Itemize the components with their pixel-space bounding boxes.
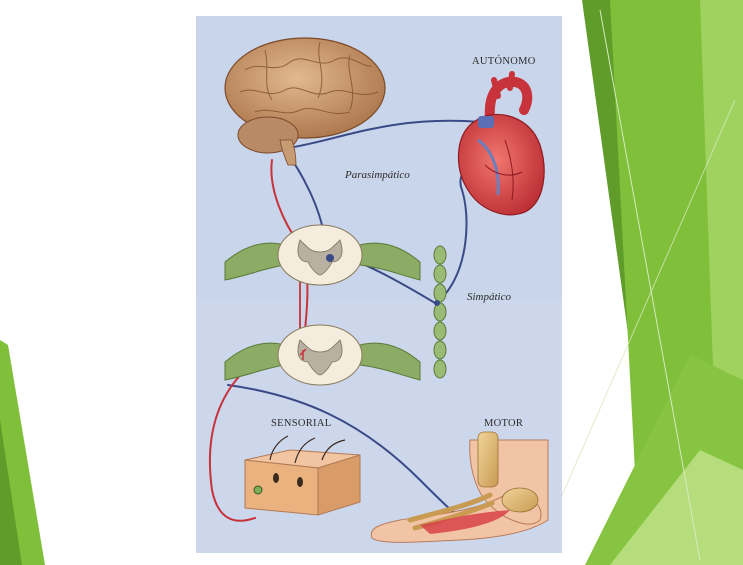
pulmonary-vessel bbox=[478, 116, 494, 128]
vessel-right bbox=[510, 74, 512, 88]
sympathetic-ganglion-upper bbox=[326, 254, 334, 262]
label-motor: MOTOR bbox=[484, 418, 523, 429]
label-parasimpatico: Parasimpático bbox=[344, 169, 410, 181]
label-sensorial: SENSORIAL bbox=[271, 418, 331, 429]
vessel-left bbox=[494, 80, 498, 96]
sensory-receptor bbox=[254, 486, 262, 494]
slide-decoration-left bbox=[0, 340, 45, 565]
slide-decoration-right bbox=[560, 0, 743, 565]
heel-bone bbox=[502, 488, 538, 512]
label-autonomo: AUTÓNOMO bbox=[472, 55, 536, 67]
tibia bbox=[478, 432, 498, 487]
label-simpatico: Simpático bbox=[467, 291, 511, 303]
